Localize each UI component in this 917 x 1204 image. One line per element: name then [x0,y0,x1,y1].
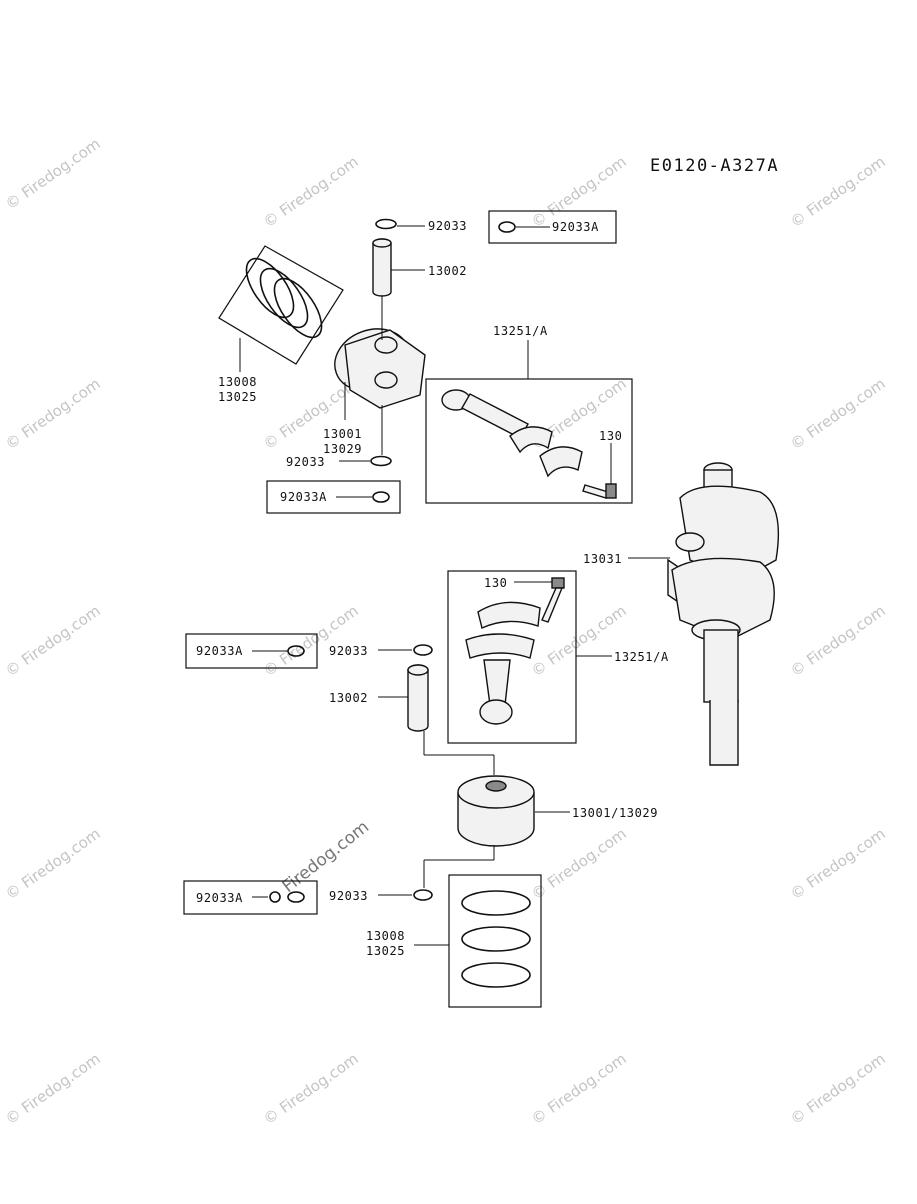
label-rings-top-b: 13025 [218,390,257,404]
piston-rings-top [218,245,344,372]
rod-box-bottom [447,570,577,744]
label-clip-top-alt: 92033A [552,220,599,234]
alt-box-left [185,633,318,669]
watermark: © Firedog.com [787,602,889,681]
label-rings-bottom-a: 13008 [366,929,405,943]
piston-top [334,296,426,455]
label-clip-top: 92033 [428,219,467,233]
label-piston-bottom: 13001/13029 [572,806,658,820]
piston-bottom [423,775,570,888]
snap-ring-alt-top [498,221,550,233]
label-pin-bottom: 13002 [329,691,368,705]
piston-pin-bottom [378,664,495,775]
watermark: © Firedog.com [528,1050,630,1129]
piston-rings-bottom [414,890,531,988]
watermark-layer: © Firedog.com © Firedog.com © Firedog.co… [2,135,889,1129]
label-pin-top: 13002 [428,264,467,278]
label-rings-top-a: 13008 [218,375,257,389]
watermark: © Firedog.com [260,153,362,232]
snap-ring-bottom [378,889,433,901]
piston-pin-top [372,238,425,297]
label-clip-left: 92033 [329,644,368,658]
label-clip-mid: 92033 [286,455,325,469]
watermark: © Firedog.com [787,153,889,232]
label-rod-top: 13251/A [493,324,548,338]
watermark: © Firedog.com [2,375,104,454]
label-rings-bottom-b: 13025 [366,944,405,958]
watermark: © Firedog.com [260,1050,362,1129]
diagram-code: E0120-A327A [650,156,779,176]
rings-box-bottom [448,874,542,1008]
watermark: © Firedog.com [787,375,889,454]
label-rod-bottom: 13251/A [614,650,669,664]
label-clip-bottom-alt: 92033A [196,891,243,905]
watermark: © Firedog.com [2,825,104,904]
connecting-rod-bottom [465,601,541,725]
watermark-center: Firedog.com [279,817,373,897]
label-piston-top-a: 13001 [323,427,362,441]
watermark: © Firedog.com [2,1050,104,1129]
watermark: © Firedog.com [528,825,630,904]
watermark: © Firedog.com [2,135,104,214]
watermark: © Firedog.com [528,602,630,681]
watermark: © Firedog.com [787,1050,889,1129]
bolt-top [582,443,617,499]
label-piston-top-b: 13029 [323,442,362,456]
crankshaft [628,462,780,766]
snap-ring-alt-left [252,645,305,657]
snap-ring-top [375,218,425,230]
watermark: © Firedog.com [2,602,104,681]
alt-box-bottom [183,880,318,915]
watermark: © Firedog.com [787,825,889,904]
label-clip-bottom: 92033 [329,889,368,903]
label-clip-left-alt: 92033A [196,644,243,658]
label-clip-mid-alt: 92033A [280,490,327,504]
snap-ring-left [378,644,433,656]
bolt-bottom [514,577,565,623]
label-crank: 13031 [583,552,622,566]
snap-ring-mid [339,455,392,467]
rod-box-top [425,378,633,504]
alt-box-top [488,210,617,244]
alt-box-mid [266,480,401,514]
snap-ring-alt-mid [336,491,390,503]
snap-ring-alt-bottom [252,891,305,903]
label-bolt-bottom: 130 [484,576,507,590]
connecting-rod-top [441,389,583,478]
label-bolt-top: 130 [599,429,622,443]
